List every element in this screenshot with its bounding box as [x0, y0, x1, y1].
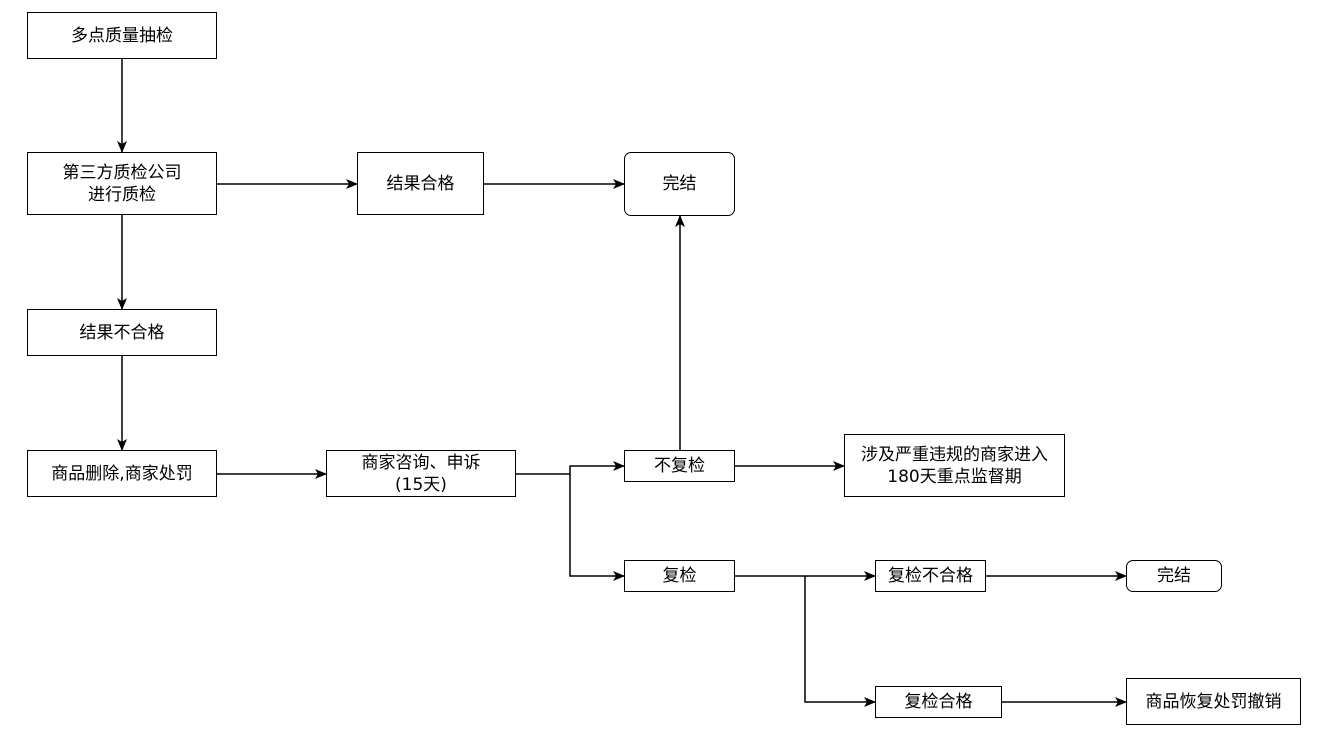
- node-recheck-pass-label: 复检合格: [904, 692, 973, 712]
- node-restore-product: 商品恢复处罚撤销: [1126, 678, 1301, 725]
- node-done-top-label: 完结: [662, 174, 697, 194]
- node-recheck-pass: 复检合格: [875, 686, 1002, 718]
- node-result-pass: 结果合格: [357, 152, 484, 215]
- node-merchant-appeal-label: 商家咨询、申诉 (15天): [361, 452, 481, 495]
- node-done-bottom: 完结: [1126, 560, 1222, 592]
- node-sampling-label: 多点质量抽检: [71, 25, 173, 46]
- node-recheck-fail: 复检不合格: [875, 560, 986, 592]
- node-no-recheck: 不复检: [624, 450, 735, 482]
- node-recheck: 复检: [624, 560, 735, 592]
- node-no-recheck-label: 不复检: [654, 456, 705, 476]
- edge-appeal-to-recheck: [569, 474, 625, 581]
- node-third-party-inspection: 第三方质检公司 进行质检: [27, 152, 217, 215]
- node-done-top: 完结: [624, 152, 735, 216]
- node-result-fail-label: 结果不合格: [79, 322, 165, 343]
- node-penalty-label: 商品删除,商家处罚: [51, 463, 193, 484]
- node-merchant-appeal: 商家咨询、申诉 (15天): [326, 450, 516, 497]
- node-penalty: 商品删除,商家处罚: [27, 450, 217, 497]
- node-recheck-fail-label: 复检不合格: [888, 566, 973, 586]
- edge-appeal-to-no-recheck: [515, 461, 625, 475]
- node-monitoring-period: 涉及严重违规的商家进入 180天重点监督期: [844, 434, 1065, 497]
- node-sampling: 多点质量抽检: [27, 12, 217, 59]
- node-third-party-label: 第三方质检公司 进行质检: [62, 162, 182, 205]
- node-result-pass-label: 结果合格: [386, 173, 455, 194]
- edge-recheck-to-recheck-pass: [804, 576, 876, 707]
- node-done-bottom-label: 完结: [1157, 566, 1191, 586]
- node-result-fail: 结果不合格: [27, 309, 217, 356]
- node-recheck-label: 复检: [662, 566, 697, 586]
- node-monitoring-period-label: 涉及严重违规的商家进入 180天重点监督期: [861, 444, 1048, 487]
- node-restore-product-label: 商品恢复处罚撤销: [1145, 691, 1282, 712]
